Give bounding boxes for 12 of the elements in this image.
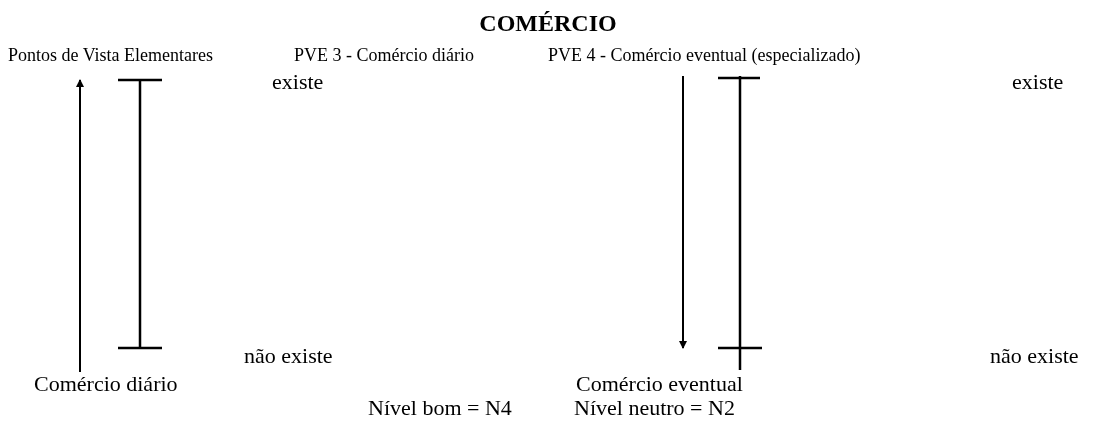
scale-label: existe xyxy=(272,70,324,95)
criterion-name: Comércio eventual xyxy=(576,372,743,397)
scale-label: existe xyxy=(1012,70,1064,95)
scale-label: não existe xyxy=(244,344,333,369)
axis-label: Pontos de Vista Elementares xyxy=(8,46,214,66)
criterion-label: PVE 4 - Comércio eventual (especializado) xyxy=(548,46,861,66)
level-note: Nível bom = N4 xyxy=(368,396,512,421)
level-note: Nível neutro = N2 xyxy=(574,396,735,421)
heading: COMÉRCIO xyxy=(478,10,618,37)
scale-label: não existe xyxy=(990,344,1079,369)
criterion-label: PVE 3 - Comércio diário xyxy=(294,46,474,66)
criterion-name: Comércio diário xyxy=(34,372,178,397)
